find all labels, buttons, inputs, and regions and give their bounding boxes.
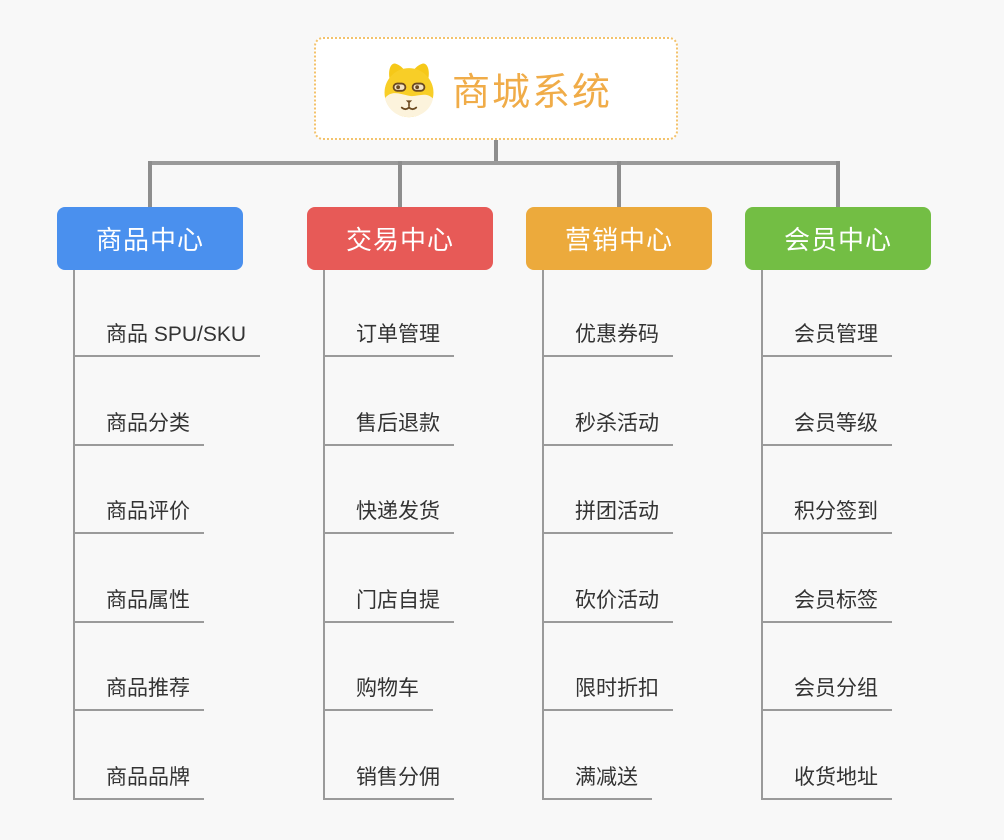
branch-column-line bbox=[323, 270, 325, 800]
leaf-node[interactable]: 会员管理 bbox=[761, 313, 892, 357]
branch-header-1[interactable]: 交易中心 bbox=[307, 207, 493, 270]
leaf-node[interactable]: 商品推荐 bbox=[73, 667, 204, 712]
connector-branch-drop bbox=[617, 161, 621, 207]
root-title: 商城系统 bbox=[451, 72, 612, 114]
leaf-node[interactable]: 购物车 bbox=[323, 667, 433, 712]
leaf-node[interactable]: 售后退款 bbox=[323, 402, 454, 446]
root-node[interactable]: 商城系统 bbox=[314, 37, 678, 140]
leaf-node[interactable]: 限时折扣 bbox=[542, 667, 673, 712]
leaf-node[interactable]: 销售分佣 bbox=[323, 756, 454, 800]
branch-column-line bbox=[542, 270, 544, 800]
branch-column-line bbox=[761, 270, 763, 800]
leaf-node[interactable]: 会员等级 bbox=[761, 402, 892, 446]
branch-header-3[interactable]: 会员中心 bbox=[745, 207, 931, 270]
leaf-node[interactable]: 秒杀活动 bbox=[542, 402, 673, 446]
leaf-node[interactable]: 收货地址 bbox=[761, 756, 892, 800]
leaf-node[interactable]: 商品 SPU/SKU bbox=[73, 313, 261, 357]
connector-root-drop bbox=[494, 140, 498, 163]
leaf-node[interactable]: 优惠券码 bbox=[542, 313, 673, 357]
connector-branch-drop bbox=[836, 161, 840, 207]
leaf-node[interactable]: 门店自提 bbox=[323, 579, 454, 623]
leaf-node[interactable]: 满减送 bbox=[542, 756, 652, 800]
leaf-node[interactable]: 订单管理 bbox=[323, 313, 454, 357]
leaf-node[interactable]: 快递发货 bbox=[323, 490, 454, 535]
leaf-node[interactable]: 拼团活动 bbox=[542, 490, 673, 535]
connector-horizontal bbox=[148, 161, 840, 165]
connector-branch-drop bbox=[398, 161, 402, 207]
connector-branch-drop bbox=[148, 161, 152, 207]
branch-header-2[interactable]: 营销中心 bbox=[526, 207, 712, 270]
leaf-node[interactable]: 砍价活动 bbox=[542, 579, 673, 623]
branch-column-line bbox=[73, 270, 75, 800]
leaf-node[interactable]: 会员分组 bbox=[761, 667, 892, 712]
leaf-node[interactable]: 商品评价 bbox=[73, 490, 204, 535]
shiba-dog-icon bbox=[384, 63, 434, 117]
leaf-node[interactable]: 商品属性 bbox=[73, 579, 204, 623]
leaf-node[interactable]: 会员标签 bbox=[761, 579, 892, 623]
branch-header-0[interactable]: 商品中心 bbox=[57, 207, 243, 270]
leaf-node[interactable]: 商品品牌 bbox=[73, 756, 204, 800]
leaf-node[interactable]: 商品分类 bbox=[73, 402, 204, 446]
leaf-node[interactable]: 积分签到 bbox=[761, 490, 892, 535]
